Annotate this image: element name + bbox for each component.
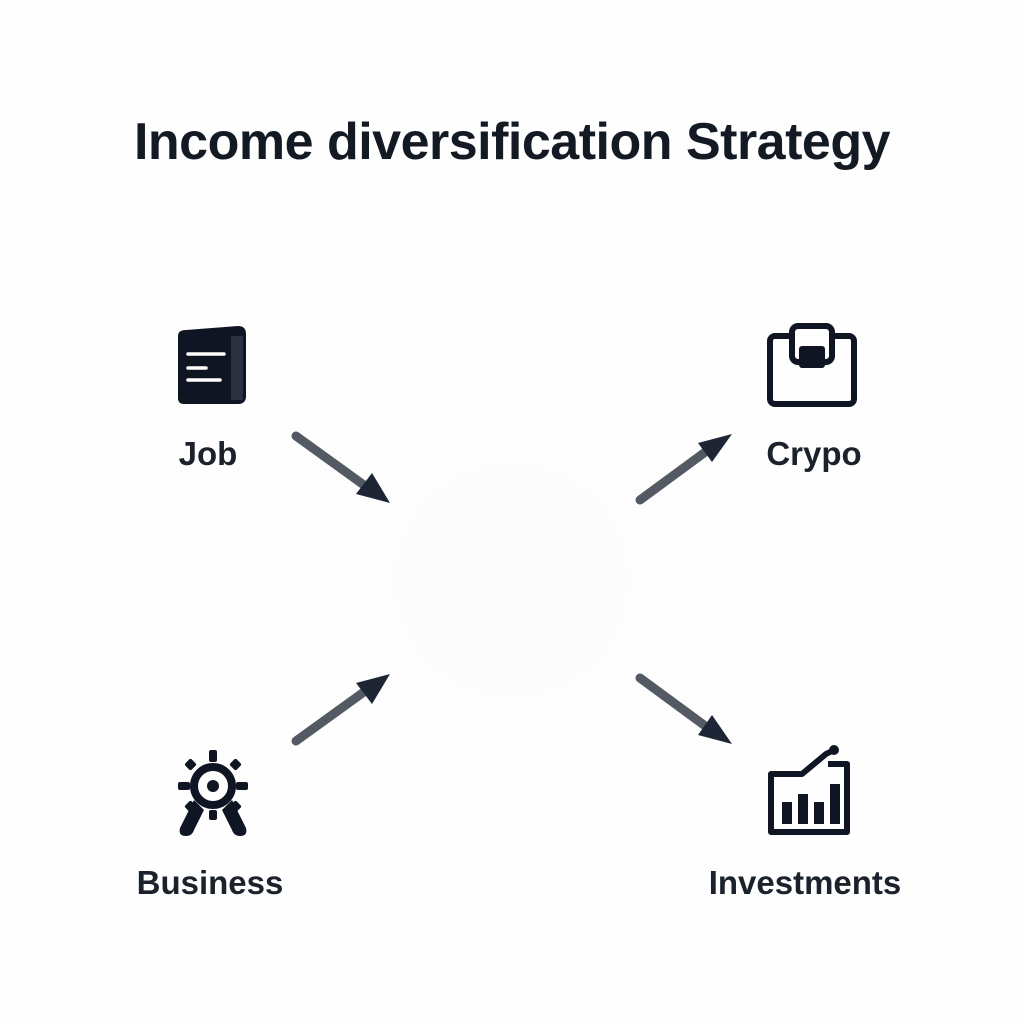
node-label-investments: Investments bbox=[708, 864, 902, 901]
arrow-business-to-center bbox=[291, 674, 390, 746]
arrow-center-to-investments bbox=[635, 673, 732, 744]
arrow-job-to-center bbox=[291, 431, 390, 503]
node-label-business: Business bbox=[136, 864, 284, 901]
wallet-icon bbox=[178, 326, 246, 404]
node-label-job: Job bbox=[178, 435, 238, 472]
node-label-crypto: Crypo bbox=[766, 435, 862, 472]
diagram-title: Income diversification Strategy bbox=[133, 113, 891, 171]
arrow-center-to-crypto bbox=[635, 434, 732, 505]
gear-hands-icon bbox=[178, 750, 248, 836]
bar-chart-icon bbox=[768, 745, 850, 835]
bag-icon bbox=[767, 323, 857, 407]
